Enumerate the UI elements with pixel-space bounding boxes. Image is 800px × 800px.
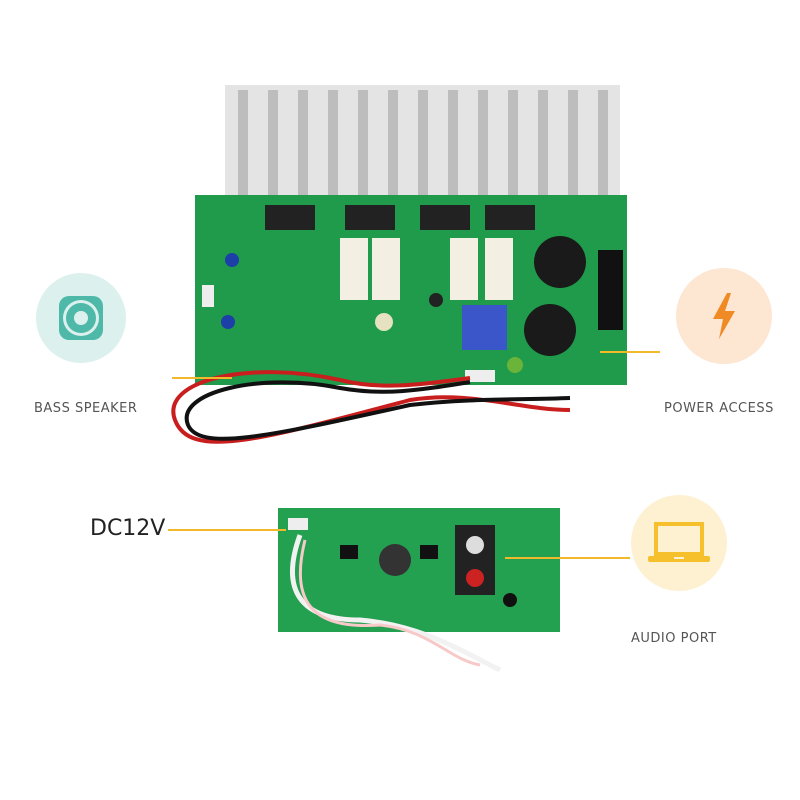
power-access-icon-badge xyxy=(676,268,772,364)
bass-speaker-label: BASS SPEAKER xyxy=(34,401,138,416)
lightning-bolt-icon xyxy=(713,293,735,339)
power-access-label: POWER ACCESS xyxy=(664,401,774,416)
dc12v-callout-line xyxy=(168,529,286,531)
speaker-wires xyxy=(171,370,571,444)
laptop-icon xyxy=(648,522,710,562)
audio-port-callout-line xyxy=(505,557,630,559)
power-access-callout-line xyxy=(600,351,660,353)
main-pcb xyxy=(195,195,627,385)
audio-port-icon-badge xyxy=(631,495,727,591)
audio-port-label: AUDIO PORT xyxy=(631,631,717,646)
dc12v-label: DC12V xyxy=(90,516,166,541)
heatsink xyxy=(225,85,620,210)
bass-speaker-icon-badge xyxy=(36,273,126,363)
bass-speaker-callout-line xyxy=(172,377,232,379)
preamp-pcb xyxy=(278,508,560,673)
speaker-icon xyxy=(59,296,103,340)
